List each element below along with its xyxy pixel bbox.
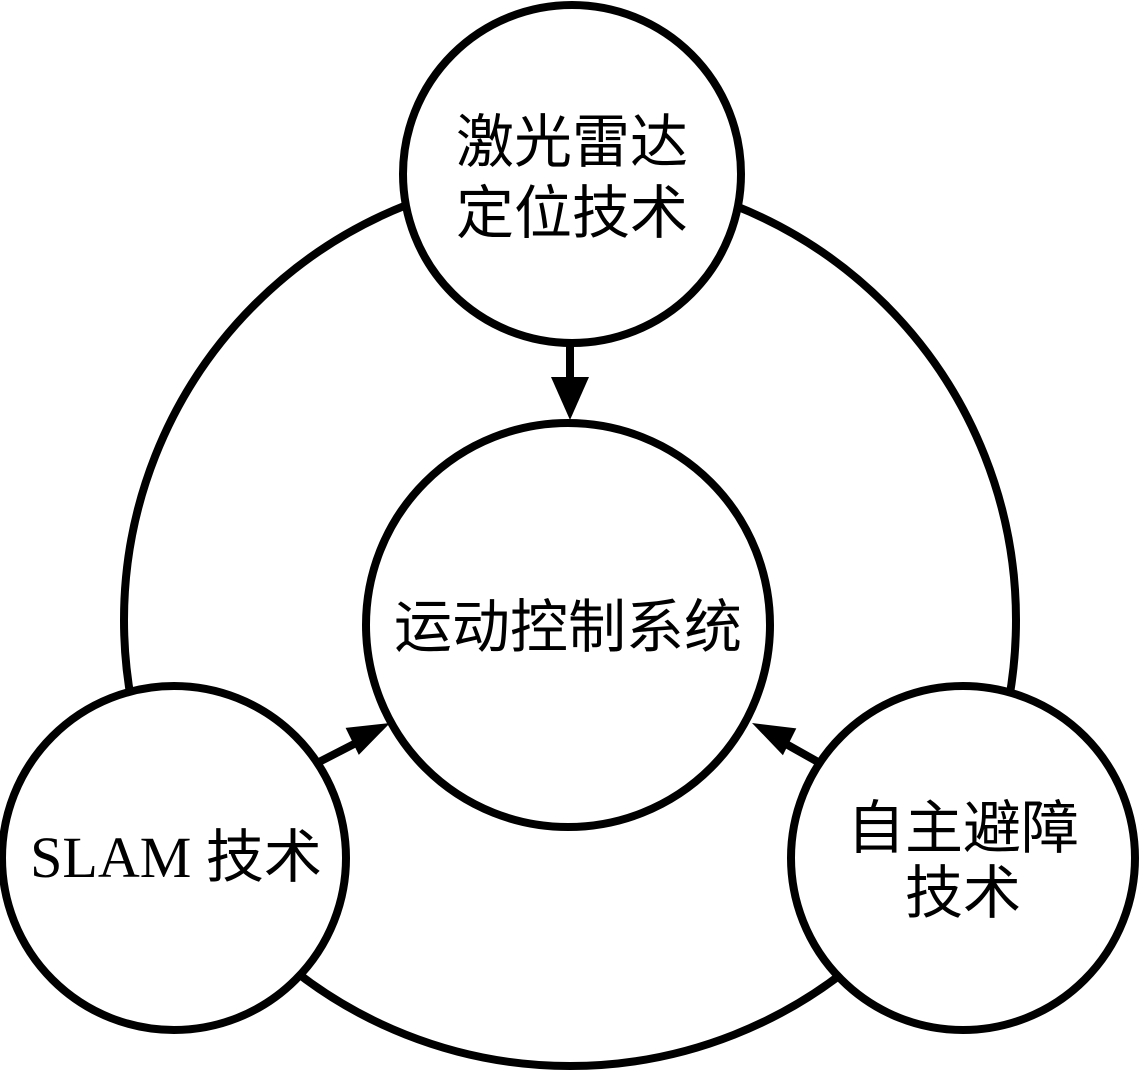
label-motion-control-system: 运动控制系统 bbox=[394, 595, 742, 660]
arrow-lidar-to-center bbox=[551, 345, 589, 420]
arrow-slam-to-center bbox=[317, 723, 390, 766]
arrowhead-icon bbox=[752, 723, 797, 756]
node-circle-motion-control-system bbox=[362, 419, 774, 831]
node-circle-obstacle-avoidance bbox=[787, 682, 1139, 1034]
arrow-obstacle-avoidance-to-center bbox=[752, 723, 820, 766]
arrow-shaft bbox=[784, 740, 820, 766]
label-obstacle-avoidance-line2: 技术 bbox=[905, 861, 1021, 926]
arrow-shaft bbox=[317, 739, 358, 766]
label-lidar-positioning-line2: 定位技术 bbox=[456, 181, 688, 246]
label-lidar-positioning-line1: 激光雷达 bbox=[456, 110, 688, 175]
node-circle-lidar-positioning bbox=[399, 1, 745, 347]
label-obstacle-avoidance-line1: 自主避障 bbox=[847, 796, 1079, 861]
node-circle-slam-technology bbox=[0, 682, 350, 1034]
arrowhead-icon bbox=[551, 377, 589, 420]
label-slam-technology: SLAM 技术 bbox=[30, 825, 322, 890]
arrowhead-icon bbox=[345, 723, 390, 755]
